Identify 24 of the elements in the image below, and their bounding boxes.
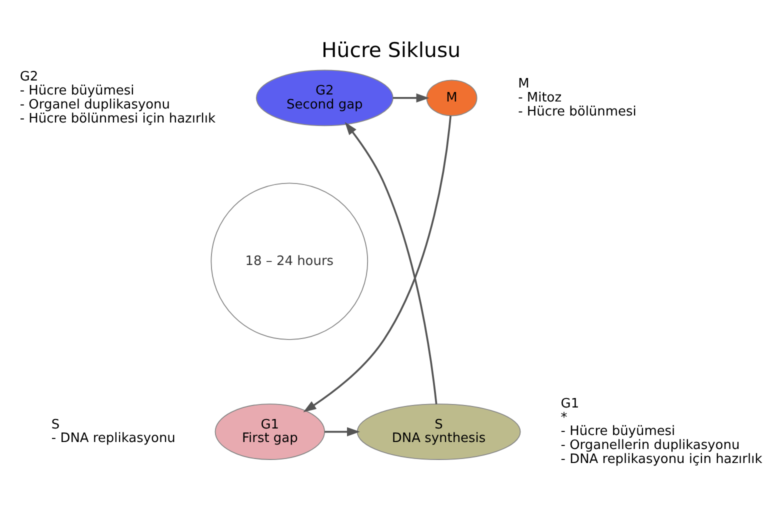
label: G1 (560, 396, 580, 411)
label: - Organel duplikasyonu (20, 96, 170, 112)
label: - Hücre bölünmesi için hazırlık (20, 110, 216, 126)
node-ellipse: M (426, 79, 478, 116)
node-circle: 18 – 24 hours (210, 182, 368, 340)
label: G2 (20, 69, 38, 84)
label: - Organellerin duplikasyonu (560, 438, 740, 453)
label: S (51, 416, 60, 432)
node-ellipse: G2 Second gap (256, 69, 394, 126)
label: - Hücre bölünmesi (518, 104, 636, 119)
diagram-title: Hücre Siklusu (321, 37, 461, 62)
label: * (560, 410, 568, 425)
label: - DNA replikasyonu için hazırlık (560, 452, 762, 467)
arrow (303, 115, 452, 412)
arrow (324, 426, 360, 436)
label: - Hücre büyümesi (560, 424, 676, 439)
arrow (344, 122, 438, 404)
node-ellipse: S DNA synthesis (356, 403, 521, 460)
label: - DNA replikasyonu (51, 430, 176, 446)
node-ellipse: G1 First gap (214, 403, 325, 460)
label: - Mitoz (518, 90, 562, 105)
label: - Hücre büyümesi (20, 82, 134, 98)
arrow (392, 92, 430, 102)
label: M (518, 76, 530, 91)
